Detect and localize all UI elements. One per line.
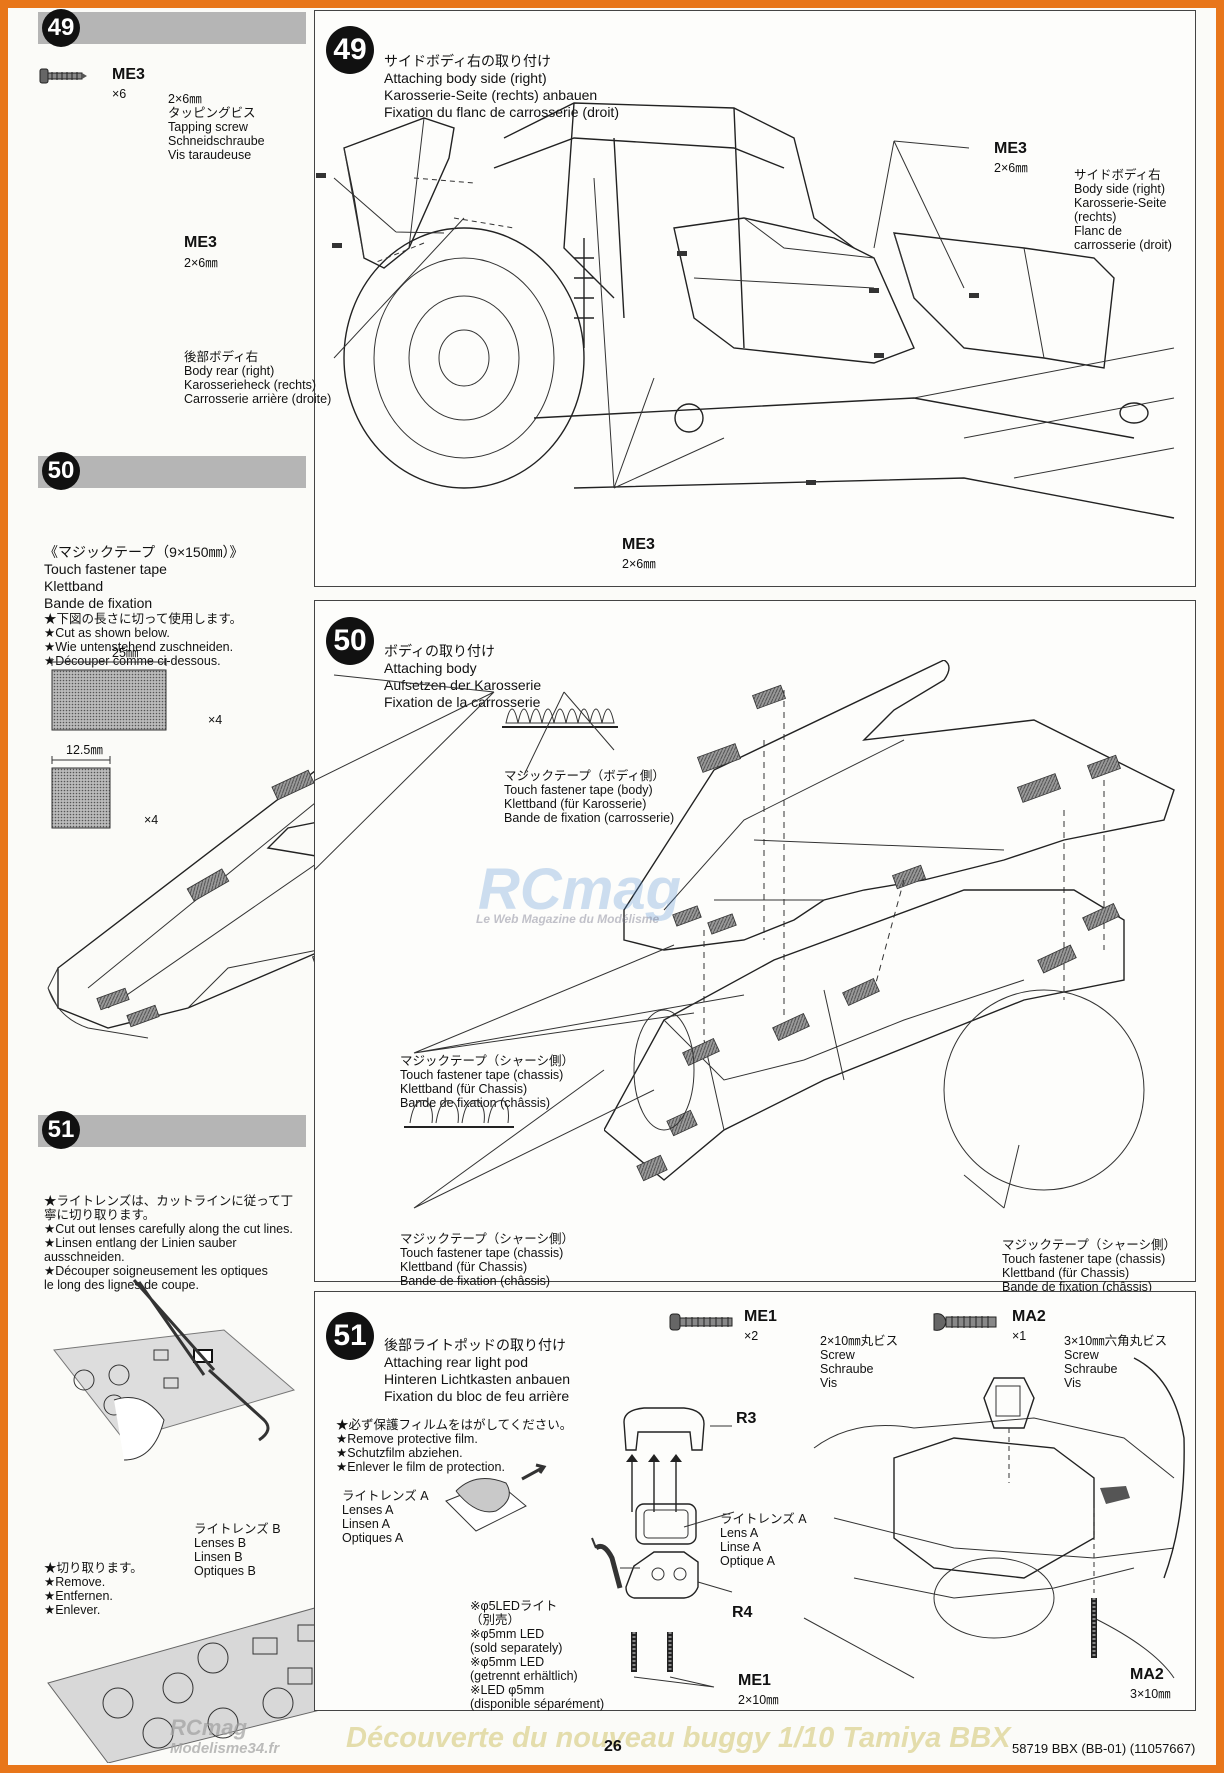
step-49-badge: 49 [326,26,374,74]
me1-bottom-code: ME1 [738,1672,771,1689]
ma2-code: MA2 [1012,1308,1046,1325]
r3-label: R3 [736,1410,757,1427]
tape-chassis-label-2: マジックテープ（シャーシ側）Touch fastener tape (chass… [400,1232,575,1288]
lens-cut-notes: ★ライトレンズは、カットラインに従って丁寧に切り取ります。★Cut out le… [44,1194,294,1292]
buggy-body-side-drawing [316,102,1175,519]
light-pod-drawing [623,1407,735,1688]
watermark-tagline: Le Web Magazine du Modélisme [476,912,660,926]
ma2-qty: ×1 [1012,1329,1027,1343]
footer-logo: RCmag [170,1715,248,1740]
screw-ma2-icon [933,1313,997,1331]
tape-body-label: マジックテープ（ボディ側）Touch fastener tape (body)K… [504,769,675,825]
watermark-logo: RCmag [478,857,682,922]
step-50-leader-lines [314,674,1020,1209]
me1-qty: ×2 [744,1329,759,1343]
me3-qty: ×6 [112,87,127,101]
tape-body-icon [502,708,618,728]
remove-notes: ★切り取ります。★Remove.★Entfernen.★Enlever. [44,1561,143,1617]
body-fit-drawing [604,660,1175,1191]
me3-right-code: ME3 [994,140,1027,157]
section-51-bar [38,1115,306,1147]
section-50-badge: 50 [42,452,80,490]
screw-me1-icon [669,1313,733,1331]
tape-chassis-label-3: マジックテープ（シャーシ側）Touch fastener tape (chass… [1002,1238,1177,1294]
footer-site: Modelisme34.fr [170,1740,280,1757]
step-51-badge: 51 [326,1312,374,1360]
section-49-badge: 49 [42,9,80,47]
me3-left-size: 2×6㎜ [184,256,218,270]
tape-qty-b: ×4 [144,813,159,827]
film-peel-drawing [445,1463,547,1532]
tape-dim-a: 25㎜ [112,646,139,660]
tape-chassis-label-1: マジックテープ（シャーシ側）Touch fastener tape (chass… [400,1054,575,1110]
ma2-bottom-code: MA2 [1130,1666,1164,1683]
tape-dim-b: 12.5㎜ [66,743,103,757]
tape-piece-a [51,658,167,731]
film-notes: ★必ず保護フィルムをはがしてください。★Remove protective fi… [336,1418,573,1474]
me1-code: ME1 [744,1308,777,1325]
section-50-bar [38,456,306,488]
me3-right-size: 2×6㎜ [994,161,1028,175]
tape-cut-notes: ★下図の長さに切って使用します。★Cut as shown below.★Wie… [44,612,243,668]
section-49-bar [38,12,306,44]
me3-code: ME3 [112,66,145,83]
r4-label: R4 [732,1604,753,1621]
led-note: ※φ5LEDライト（別売）※φ5mm LED(sold separately)※… [470,1599,605,1711]
page-number: 26 [604,1738,622,1755]
footer-banner: Découverte du nouveau buggy 1/10 Tamiya … [346,1722,1011,1754]
lens-cutting-drawing [53,1279,296,1461]
tape-qty-a: ×4 [208,713,223,727]
product-code: 58719 BBX (BB-01) (11057667) [1012,1741,1196,1756]
screw-icon [39,68,87,84]
me1-bottom-size: 2×10㎜ [738,1693,779,1707]
tape-piece-b [51,756,111,829]
section-51-badge: 51 [42,1111,80,1149]
me3-bottom-size: 2×6㎜ [622,557,656,571]
me3-left-code: ME3 [184,234,217,251]
led-wire-drawing [591,1537,640,1589]
me3-bottom-code: ME3 [622,536,655,553]
rear-buggy-drawing [803,1357,1185,1679]
step-50-badge: 50 [326,617,374,665]
step-49-panel [314,10,1196,587]
step-50-panel [314,600,1196,1282]
ma2-bottom-size: 3×10㎜ [1130,1687,1171,1701]
tape-chassis-icon [404,1099,514,1128]
